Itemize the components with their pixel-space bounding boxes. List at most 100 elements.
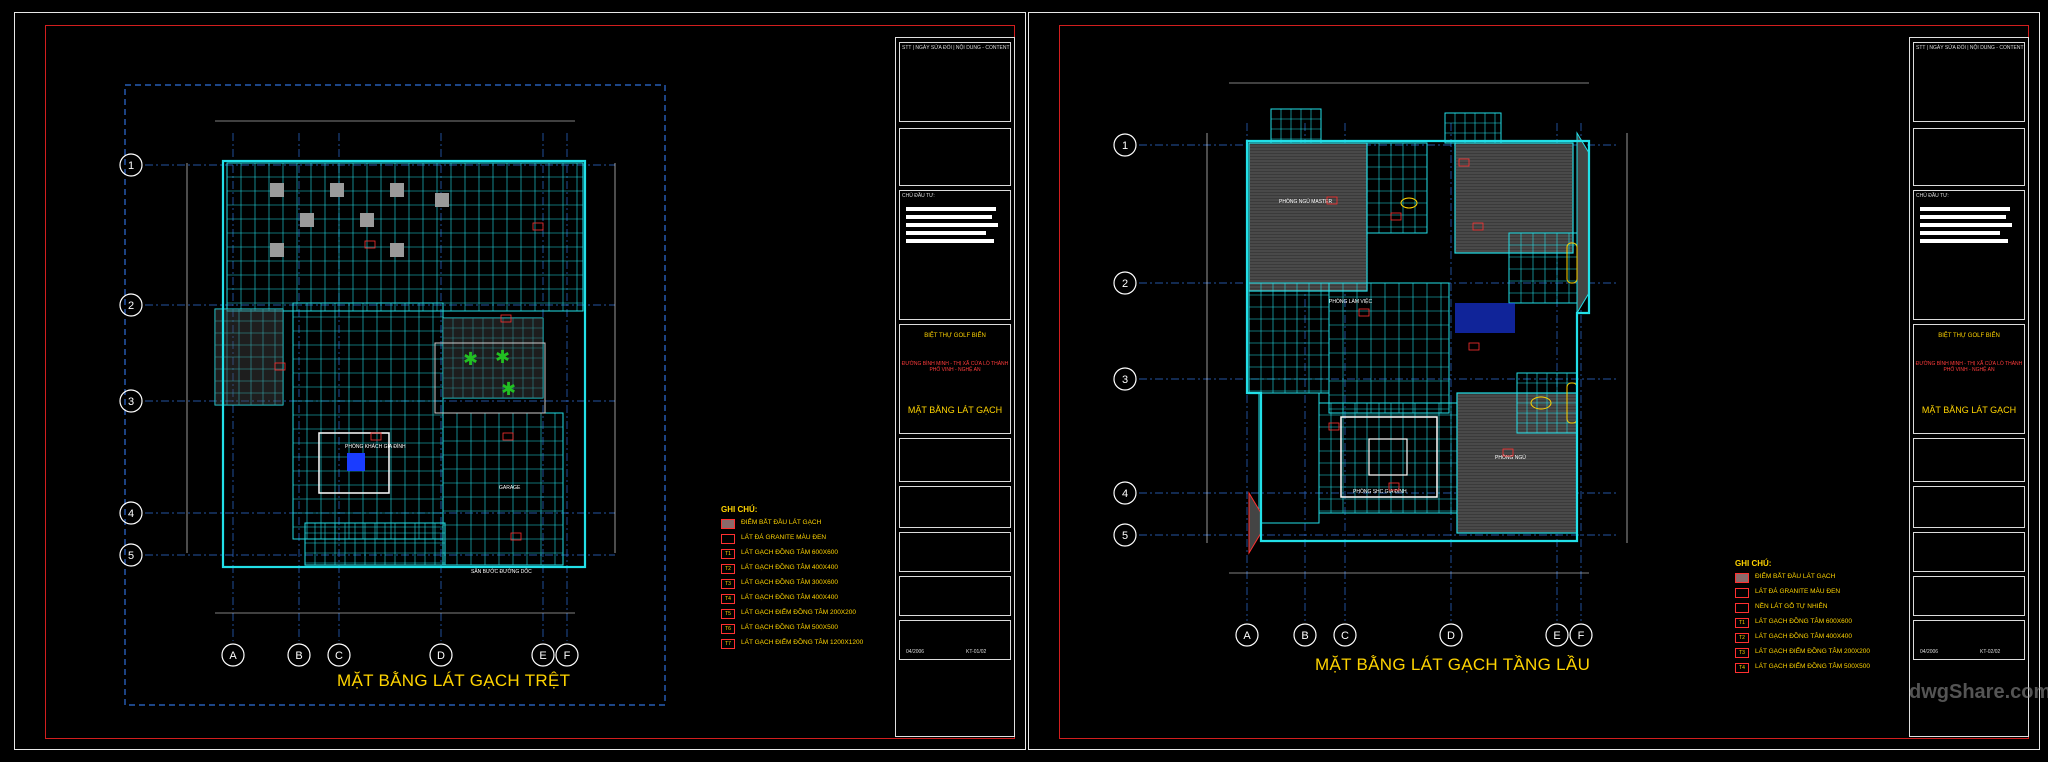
redacted-bar: [906, 207, 996, 211]
garden: [434, 342, 546, 414]
grid-label: 2: [128, 300, 134, 312]
legend-text: ĐIỂM BẮT ĐẦU LÁT GẠCH: [741, 519, 822, 526]
architect-box: [1913, 438, 2025, 482]
grid-label: A: [1243, 630, 1251, 642]
legend-swatch: T3: [1735, 648, 1749, 658]
wood-floor: [1454, 142, 1574, 254]
legend-title: GHI CHÚ:: [721, 505, 758, 514]
sheet-info-box: 04/2006 KT-02/02: [1913, 620, 2025, 660]
legend-text: LÁT ĐÁ GRANITE MÀU ĐEN: [741, 534, 827, 541]
design-box: [899, 486, 1011, 528]
granite-tile: [435, 193, 449, 207]
grid-bubble: [1569, 623, 1593, 647]
redacted-bar: [1920, 231, 2000, 235]
redacted-bar: [906, 239, 994, 243]
redacted-bar: [1920, 215, 2006, 219]
grid-bubble: [1113, 133, 1137, 157]
legend-item: T6 LÁT GẠCH ĐỒNG TÂM 500X500: [721, 624, 881, 634]
grid-label: D: [1447, 630, 1455, 642]
legend-swatch: [1735, 573, 1749, 583]
tile-area: [292, 302, 444, 540]
room-label: PHÒNG KHÁCH GIA ĐÌNH: [345, 443, 406, 450]
grid-label: C: [1341, 630, 1349, 642]
legend-swatch: T1: [721, 549, 735, 559]
check-box: [899, 576, 1011, 616]
tile-area: [1328, 282, 1450, 414]
grid-bubble: [1439, 623, 1463, 647]
tile-tag: [1358, 308, 1370, 317]
cad-box: [1913, 532, 2025, 572]
sheet-number: KT-02/02: [1980, 649, 2001, 655]
grid-bubble: [531, 643, 555, 667]
stone-fill: [215, 309, 283, 405]
granite-tile: [270, 243, 284, 257]
granite-tile: [390, 183, 404, 197]
tile-tag: [370, 432, 382, 441]
room-label: GARAGE: [499, 485, 521, 491]
legend-item: NỀN LÁT GỖ TỰ NHIÊN: [1735, 603, 1895, 613]
project-location: ĐƯỜNG BÌNH MINH - THỊ XÃ CỬA LÒ THÀNH PH…: [1915, 361, 2023, 373]
redacted-bar: [906, 223, 998, 227]
sink: [1530, 396, 1552, 410]
legend-panel: GHI CHÚ: ĐIỂM BẮT ĐẦU LÁT GẠCH LÁT ĐÁ GRA…: [721, 505, 881, 649]
legend-item: T3 LÁT GẠCH ĐIỂM ĐỒNG TÂM 200X200: [1735, 648, 1895, 658]
tile-tag: [532, 222, 544, 231]
legend-text: LÁT GẠCH ĐIỂM ĐỒNG TÂM 200X200: [1755, 648, 1870, 655]
legend-swatch: T7: [721, 639, 735, 649]
stair-void: [1455, 303, 1515, 333]
legend-text: LÁT GẠCH ĐỒNG TÂM 500X500: [741, 624, 838, 631]
grid-label: 2: [1122, 278, 1128, 290]
grid-label: 4: [128, 508, 134, 520]
grid-bubble: [119, 543, 143, 567]
grid-bubble: [1113, 367, 1137, 391]
legend-swatch: [721, 519, 735, 529]
tile-tag: [364, 240, 376, 249]
redacted-bar: [906, 215, 992, 219]
grid-label: 1: [128, 160, 134, 172]
tile-frame: [1340, 416, 1438, 498]
legend-swatch: [1735, 603, 1749, 613]
drawing-name: MẶT BẰNG LÁT GẠCH: [907, 405, 1003, 415]
owner-label: CHỦ ĐẦU TƯ:: [902, 193, 935, 199]
room-label: SÂN BƯỚC ĐƯỜNG DỐC: [471, 568, 532, 575]
tile-area: [1366, 142, 1428, 234]
room-label: PHÒNG NGỦ MASTER: [1279, 198, 1332, 205]
legend-item: ĐIỂM BẮT ĐẦU LÁT GẠCH: [721, 519, 881, 529]
design-box: [1913, 486, 2025, 528]
sheet-number: KT-01/02: [966, 649, 987, 655]
grid-label: B: [1301, 630, 1308, 642]
owner-box: CHỦ ĐẦU TƯ:: [1913, 190, 2025, 320]
tile-tag: [1472, 222, 1484, 231]
legend-item: ĐIỂM BẮT ĐẦU LÁT GẠCH: [1735, 573, 1895, 583]
legend-text: LÁT GẠCH ĐỒNG TÂM 600X600: [741, 549, 838, 556]
tile-tag: [1390, 212, 1402, 221]
legend-text: LÁT GẠCH ĐIỂM ĐỒNG TÂM 500X500: [1755, 663, 1870, 670]
sheet-date: 04/2006: [906, 649, 925, 655]
title-block: STT | NGÀY SỬA ĐỔI | NỘI DUNG - CONTENT …: [1909, 37, 2029, 737]
grid-label: E: [1553, 630, 1560, 642]
legend-swatch: T2: [721, 564, 735, 574]
legend-text: ĐIỂM BẮT ĐẦU LÁT GẠCH: [1755, 573, 1836, 580]
palm-icon: ✱: [501, 379, 516, 399]
sink: [1400, 197, 1418, 209]
grid-label: E: [539, 650, 546, 662]
bathtub: [1566, 242, 1578, 284]
grid-bubble: [555, 643, 579, 667]
legend-text: LÁT GẠCH ĐỒNG TÂM 400X400: [1755, 633, 1852, 640]
grid-label: 5: [128, 550, 134, 562]
grid-label: 3: [1122, 374, 1128, 386]
grid-label: C: [335, 650, 343, 662]
legend-swatch: T6: [721, 624, 735, 634]
legend-list: ĐIỂM BẮT ĐẦU LÁT GẠCH LÁT ĐÁ GRANITE MÀU …: [721, 519, 881, 649]
tile-area: [1444, 112, 1502, 144]
project-location: ĐƯỜNG BÌNH MINH - THỊ XÃ CỬA LÒ THÀNH PH…: [901, 361, 1009, 373]
grid-label: A: [229, 650, 237, 662]
